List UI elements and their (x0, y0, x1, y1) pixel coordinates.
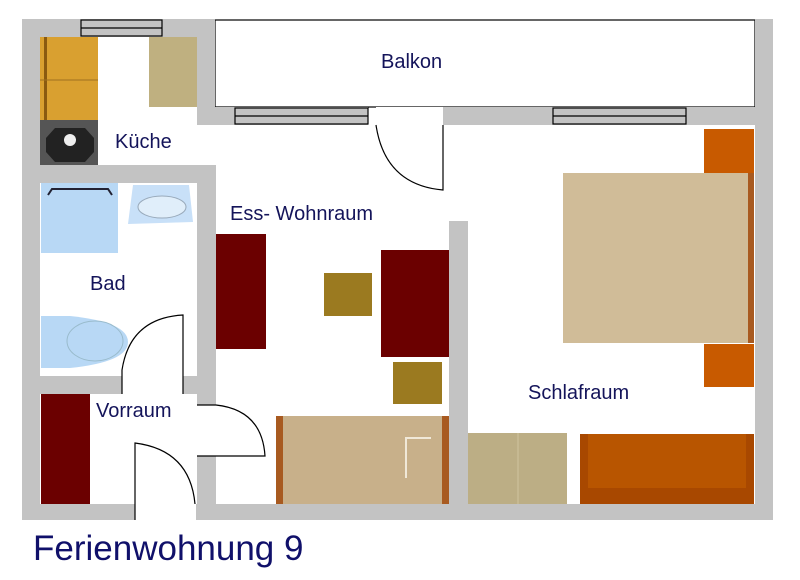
room-label-ess-wohnraum: Ess- Wohnraum (230, 203, 373, 225)
room-label-bad: Bad (90, 273, 126, 295)
living-furniture (216, 234, 449, 504)
sideboard (216, 234, 266, 349)
entrance-door (134, 442, 196, 520)
bathroom-fixtures (41, 183, 193, 368)
nightstand (704, 129, 754, 173)
table (381, 250, 449, 357)
room-label-schlafraum: Schlafraum (528, 382, 629, 404)
nightstand (704, 344, 754, 387)
room-label-balkon: Balkon (381, 51, 442, 73)
balcony-door (375, 124, 444, 191)
toilet (41, 316, 128, 368)
chair (324, 273, 372, 316)
wardrobe (41, 394, 90, 504)
doors (121, 124, 444, 520)
fridge (149, 37, 197, 107)
bedroom-furniture (468, 129, 754, 504)
bath-door (121, 314, 184, 394)
balcony-area (214, 19, 756, 108)
room-label-kueche: Küche (115, 131, 172, 153)
room-label-vorraum: Vorraum (96, 400, 172, 422)
kitchen-furniture (40, 37, 197, 165)
windows (80, 19, 687, 125)
plan-title: Ferienwohnung 9 (33, 529, 303, 568)
living-door (197, 404, 266, 457)
bed (563, 173, 748, 343)
shower (41, 183, 118, 253)
chair (393, 362, 442, 404)
sofa-bed (276, 416, 449, 504)
